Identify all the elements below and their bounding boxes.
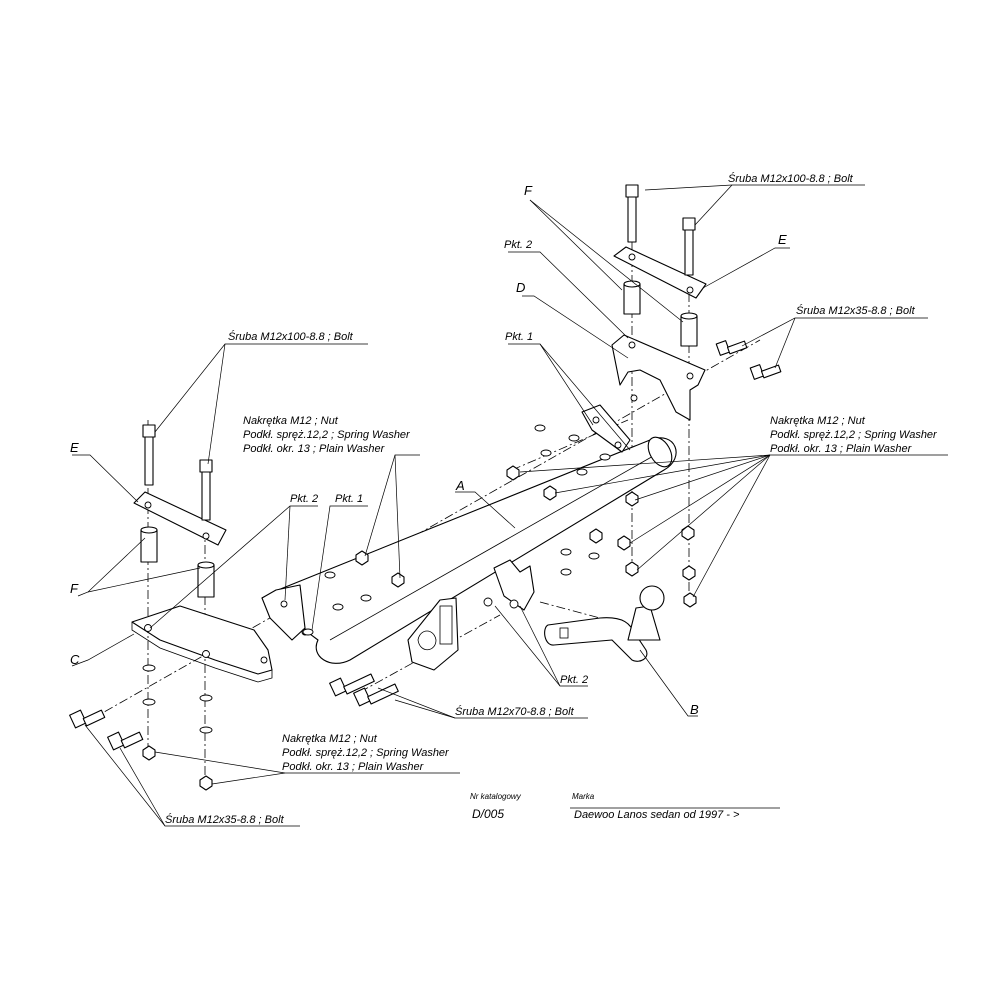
tow-ball-B	[544, 585, 665, 662]
label-nut-right: Nakrętka M12 ; Nut	[770, 415, 866, 427]
right-spacers-F	[623, 280, 698, 347]
label-F-right: F	[524, 183, 533, 198]
right-bracket-D	[611, 334, 706, 421]
label-C: C	[70, 652, 80, 667]
label-A: A	[455, 478, 465, 493]
label-bolt-m12x35-bottom: Śruba M12x35-8.8 ; Bolt	[165, 813, 285, 826]
label-plain-washer-left: Podkł. okr. 13 ; Plain Washer	[243, 443, 386, 455]
main-crossbar-A	[261, 404, 677, 671]
alignment-axes	[89, 190, 761, 790]
label-pkt2-right: Pkt. 2	[504, 239, 532, 251]
catalog-caption: Nr katalogowy	[470, 792, 522, 801]
catalog-number: D/005	[472, 807, 504, 821]
label-F-left: F	[70, 581, 79, 596]
nuts-and-washers	[142, 424, 697, 791]
leader-lines	[71, 184, 948, 827]
left-long-bolts	[142, 424, 213, 521]
short-bolts	[69, 340, 782, 751]
label-nut-left: Nakrętka M12 ; Nut	[243, 415, 339, 427]
label-B: B	[690, 702, 699, 717]
label-E-right: E	[778, 232, 787, 247]
left-spacers-F	[140, 526, 215, 598]
label-bolt-m12x100-left: Śruba M12x100-8.8 ; Bolt	[228, 330, 354, 343]
left-bracket-C	[131, 605, 273, 683]
label-bolt-m12x70: Śruba M12x70-8.8 ; Bolt	[455, 705, 575, 718]
right-bolts	[625, 184, 696, 276]
label-D: D	[516, 280, 525, 295]
right-plate-E	[613, 246, 707, 299]
label-pkt2-left: Pkt. 2	[290, 493, 318, 505]
label-spring-washer-left: Podkł. spręż.12,2 ; Spring Washer	[243, 429, 411, 441]
label-spring-washer-right: Podkł. spręż.12,2 ; Spring Washer	[770, 429, 938, 441]
left-plate-E	[133, 491, 227, 546]
label-E-left: E	[70, 440, 79, 455]
label-pkt1-left: Pkt. 1	[335, 493, 363, 505]
label-nut-bottom: Nakrętka M12 ; Nut	[282, 733, 378, 745]
vehicle-name: Daewoo Lanos sedan od 1997 - >	[574, 809, 740, 821]
label-pkt1-right: Pkt. 1	[505, 331, 533, 343]
label-spring-washer-bottom: Podkł. spręż.12,2 ; Spring Washer	[282, 747, 450, 759]
label-plain-washer-bottom: Podkł. okr. 13 ; Plain Washer	[282, 761, 425, 773]
label-bolt-m12x100-right: Śruba M12x100-8.8 ; Bolt	[728, 172, 854, 185]
label-pkt2-lower: Pkt. 2	[560, 674, 588, 686]
brand-caption: Marka	[572, 792, 595, 801]
label-plain-washer-right: Podkł. okr. 13 ; Plain Washer	[770, 443, 913, 455]
catalog-footer: Nr katalogowy D/005 Marka Daewoo Lanos s…	[470, 792, 740, 821]
label-bolt-m12x35-right: Śruba M12x35-8.8 ; Bolt	[796, 304, 916, 317]
callout-labels: Śruba M12x100-8.8 ; Bolt E F Pkt. 2 D Pk…	[70, 172, 938, 826]
